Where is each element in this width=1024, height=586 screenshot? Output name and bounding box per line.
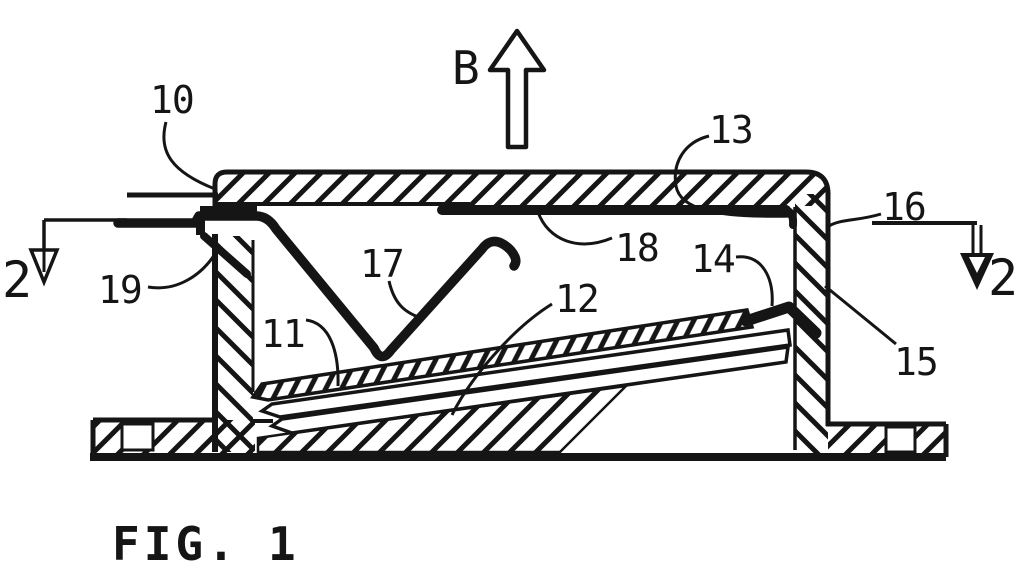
- leader-16: [828, 212, 882, 228]
- ref-numeral-14: 14: [691, 237, 735, 281]
- leader-18: [536, 211, 613, 246]
- ref-numeral-16: 16: [882, 185, 926, 229]
- inclined-plate-middle: [258, 328, 792, 419]
- direction-arrow-label: B: [452, 41, 480, 95]
- inclined-plate-lower: [268, 344, 791, 435]
- base-flange-right: [826, 421, 949, 457]
- leader-14: [735, 255, 774, 307]
- ref-numeral-11: 11: [261, 312, 305, 356]
- leader-lines: [147, 121, 897, 416]
- leader-19: [147, 253, 217, 290]
- cover-plate-hatched: [212, 169, 831, 206]
- fig-caption: FIG. 1: [112, 517, 300, 571]
- terminal-clip: [196, 206, 257, 278]
- ref-numeral-13: 13: [709, 108, 753, 152]
- direction-arrow-b: [487, 28, 547, 150]
- v-spring-contact: [113, 211, 521, 362]
- ref-numeral-10: 10: [150, 78, 194, 122]
- leader-17: [387, 280, 425, 321]
- plate-end-clamp: [740, 301, 822, 339]
- ref-numeral-12: 12: [555, 277, 599, 321]
- leader-11: [305, 318, 340, 387]
- section-label-right: 2: [988, 249, 1018, 307]
- ref-numeral-17: 17: [360, 242, 404, 286]
- leader-15: [824, 284, 897, 346]
- fig-caption-word: FIG.: [112, 517, 239, 571]
- ref-numeral-19: 19: [98, 268, 142, 312]
- leader-10: [162, 121, 216, 191]
- mounting-hole-right: [884, 425, 917, 454]
- fig-caption-number: 1: [268, 517, 300, 571]
- section-arrow-right: [872, 221, 994, 290]
- mounting-hole-left: [120, 422, 155, 452]
- ref-numeral-18: 18: [615, 226, 659, 270]
- leader-12: [450, 302, 553, 416]
- ref-numeral-15: 15: [894, 340, 938, 384]
- section-label-left: 2: [2, 251, 32, 309]
- section-arrow-left: [28, 218, 127, 287]
- base-wedge-hatched: [256, 384, 630, 454]
- leader-13: [673, 134, 794, 218]
